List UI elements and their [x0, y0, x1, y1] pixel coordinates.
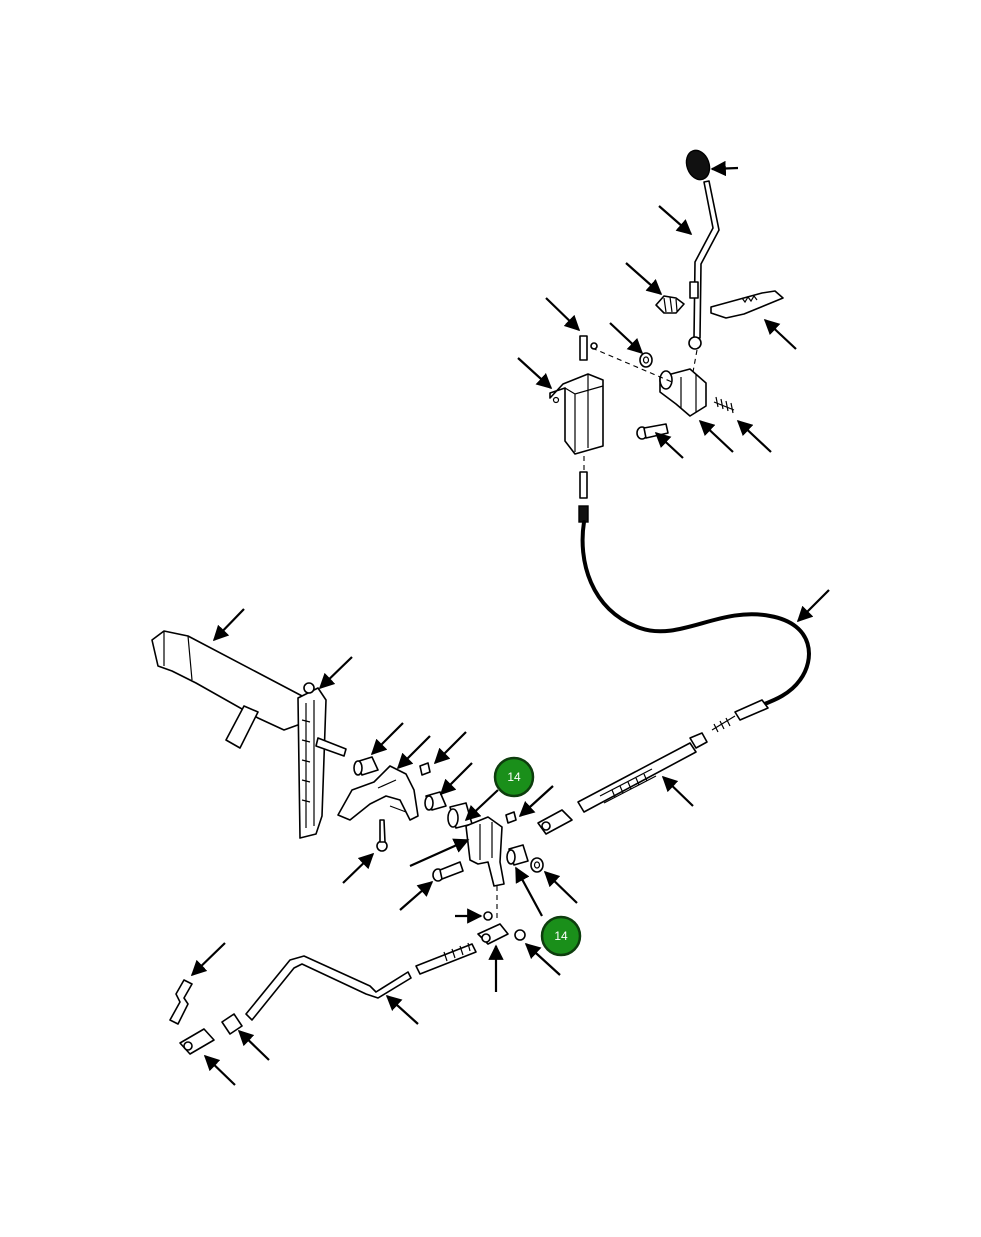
bracket-bolt-lower	[376, 819, 388, 852]
nut-small	[514, 929, 526, 941]
callout-badge-circle	[540, 915, 582, 957]
pedal-arm	[151, 630, 307, 749]
bushing-sleeve	[506, 844, 529, 866]
washer-lower	[530, 857, 544, 873]
assembly-guideline-1	[591, 347, 673, 383]
pedal-support-rail	[297, 682, 327, 839]
rod-end-coupler	[221, 1013, 243, 1035]
cable-rod-assembly	[577, 732, 708, 813]
callout-badge-label: 14	[507, 770, 521, 784]
washer-upper	[639, 352, 653, 368]
lower-bracket-clip	[169, 979, 193, 1025]
bracket-spring	[713, 396, 735, 414]
bushing-right	[424, 791, 447, 811]
detent-plate	[710, 290, 784, 319]
clevis-upper	[537, 809, 573, 835]
pivot-shaft	[315, 737, 347, 757]
control-cable	[580, 520, 811, 707]
bellcrank-bolt	[432, 861, 464, 882]
bent-link-rod	[245, 955, 412, 1021]
lower-clevis	[477, 923, 509, 945]
cotter-pin-upper	[505, 811, 517, 824]
callout-badge-14-upper: 14	[493, 756, 535, 798]
bushing-left	[353, 756, 379, 776]
callout-badge-14-lower: 14	[540, 915, 582, 957]
threaded-rod	[415, 942, 477, 975]
lever-fitting	[655, 295, 685, 314]
shift-lever	[688, 180, 720, 350]
pedal-bracket	[337, 765, 419, 821]
cable-upper-end	[578, 471, 589, 523]
mounting-box-bracket	[549, 373, 604, 455]
lever-mount-bracket	[659, 368, 707, 417]
clevis-pin-small	[483, 911, 493, 921]
bracket-bolt	[636, 423, 669, 440]
callout-badge-label: 14	[554, 929, 568, 943]
assembly-guideline-2	[692, 349, 698, 373]
set-screw-small	[419, 762, 431, 776]
shift-knob	[685, 149, 711, 181]
callout-arrows	[190, 160, 830, 1086]
callout-badge-circle	[493, 756, 535, 798]
cable-lower-end	[711, 699, 769, 733]
lower-clevis-end	[179, 1028, 215, 1055]
bellcrank-lever	[465, 816, 505, 887]
pivot-pin	[579, 335, 598, 361]
